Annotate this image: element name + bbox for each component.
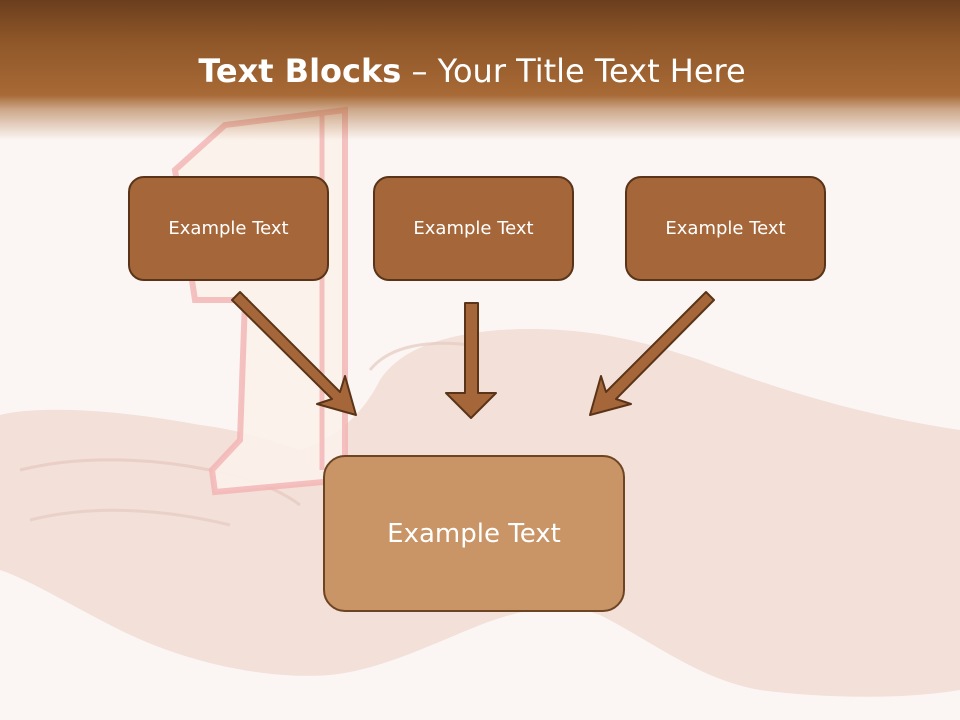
title-separator: – — [401, 52, 438, 90]
text-box-top-center[interactable]: Example Text — [373, 176, 574, 281]
slide-title: Text Blocks – Your Title Text Here — [0, 52, 944, 90]
title-rest: Your Title Text Here — [437, 52, 746, 90]
header-band — [0, 0, 960, 140]
text-box-top-right[interactable]: Example Text — [625, 176, 826, 281]
text-box-main[interactable]: Example Text — [323, 455, 625, 612]
arrow-left — [231, 291, 357, 416]
title-bold: Text Blocks — [198, 52, 402, 90]
text-box-top-left[interactable]: Example Text — [128, 176, 329, 281]
arrow-center — [445, 302, 497, 419]
arrow-right — [589, 291, 715, 416]
